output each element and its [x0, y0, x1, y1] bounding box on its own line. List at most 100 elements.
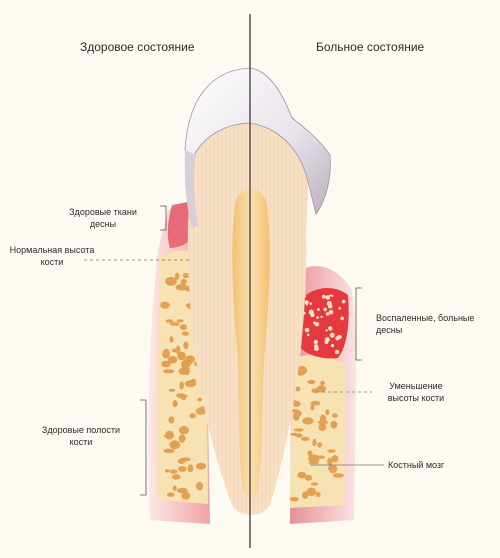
bone-cavity [196, 462, 207, 470]
inflammation-dot [304, 300, 309, 305]
bone-cavity [162, 349, 171, 359]
marrow-cavity [308, 460, 319, 465]
inflammation-dot [334, 349, 340, 355]
label-line: кости [40, 257, 64, 267]
inflammation-dot [323, 307, 328, 312]
bone-cavity [189, 413, 196, 419]
marrow-cavity [317, 442, 323, 448]
bone-cavity [175, 272, 180, 280]
bone-cavity [199, 406, 206, 412]
bone-cavity [168, 416, 175, 424]
marrow-cavity [315, 491, 321, 498]
inflammation-dot [313, 339, 318, 345]
marrow-cavity [306, 487, 317, 497]
marrow-cavity [310, 404, 315, 411]
bone-cavity [161, 360, 171, 368]
marrow-cavity [290, 409, 300, 413]
inflammation-dot [309, 302, 313, 305]
bone-cavity [180, 278, 187, 285]
bone-cavity [168, 276, 173, 281]
marrow-cavity [296, 410, 302, 416]
marrow-cavity [295, 386, 301, 392]
bone-cavity [187, 464, 194, 473]
bone-cavity [165, 430, 174, 440]
marrow-cavity [310, 482, 319, 486]
marrow-cavity [302, 491, 309, 499]
inflammation-dot [306, 333, 310, 337]
marrow-cavity [302, 417, 314, 425]
inflammation-dot [313, 321, 317, 325]
inflammation-dot [338, 307, 342, 310]
marrow-cavity [300, 436, 310, 441]
bone-cavity [180, 457, 191, 462]
marrow-cavity [320, 380, 325, 386]
inflammation-dot [331, 294, 334, 297]
inflammation-dot [329, 294, 332, 297]
bone-cavity [177, 351, 186, 361]
marrow-cavity [325, 409, 330, 416]
bone-cavity [178, 367, 190, 375]
marrow-cavity [327, 449, 336, 453]
bone-cavity [183, 341, 189, 350]
marrow-cavity [307, 379, 316, 385]
inflammation-dot [330, 344, 335, 348]
bone-marrow [289, 365, 345, 502]
inflammation-dot [336, 335, 342, 340]
label-bone-marrow: Костный мозг [388, 460, 445, 470]
marrow-cavity [332, 473, 345, 478]
marrow-cavity [310, 400, 321, 406]
inflammation-dot [328, 309, 334, 315]
bone-cavity [181, 491, 191, 500]
bone-cavity [182, 272, 190, 279]
bone-cavity [165, 319, 174, 323]
inflammation-dot [328, 326, 333, 331]
bone-cavity [163, 448, 175, 454]
marrow-cavity [328, 464, 338, 474]
marrow-cavity [312, 438, 317, 447]
inflammation-dot [320, 315, 323, 319]
bone-cavity [169, 440, 181, 450]
marrow-cavity [327, 457, 333, 466]
label-healthy-bone-cavities: Здоровые полости кости [26, 424, 136, 448]
inflammation-dot [325, 312, 330, 316]
inflammation-dot [317, 308, 320, 311]
bone-cavity [160, 301, 170, 309]
marrow-cavity [308, 454, 320, 463]
marrow-cavity [295, 433, 303, 438]
inflammation-dot [325, 295, 331, 300]
left-brackets [140, 205, 167, 496]
inflammation-dot [324, 340, 329, 345]
header-diseased: Больное состояние [316, 40, 425, 54]
bone-cavity [185, 355, 196, 364]
label-line: Уменьшение [389, 381, 443, 391]
bone-cavity [171, 474, 181, 480]
bone-cavity [190, 378, 197, 386]
marrow-cavity [317, 420, 329, 425]
bone-cavity [168, 388, 176, 392]
bone-cavity [179, 381, 184, 390]
right-brackets [355, 287, 362, 361]
bone-cavity [164, 469, 170, 473]
label-inflamed-gum: Воспаленные, больные десны [376, 312, 474, 336]
marrow-cavity [293, 428, 304, 432]
inflammation-dot [310, 312, 315, 318]
inflammation-dot [321, 294, 326, 299]
bone-cavity [197, 397, 203, 402]
label-normal-bone-height: Нормальная высота кости [2, 244, 102, 268]
bone-cavity [176, 319, 184, 323]
bone-cavity [172, 399, 178, 408]
bone-cavity [178, 426, 189, 435]
bone-cavity [179, 324, 187, 331]
marrow-cavity [289, 497, 299, 502]
marrow-cavity [307, 450, 313, 457]
bone-cavity [182, 331, 189, 336]
inflammation-dot [316, 316, 319, 319]
marrow-cavity [318, 422, 327, 432]
inflammation-dot [341, 299, 346, 304]
label-line: высоты кости [387, 393, 445, 403]
marrow-cavity [316, 385, 327, 393]
inflammation-dot [304, 327, 310, 333]
bone-cavity [171, 348, 179, 353]
bone-cavity [178, 434, 186, 443]
marrow-cavity [331, 413, 338, 418]
